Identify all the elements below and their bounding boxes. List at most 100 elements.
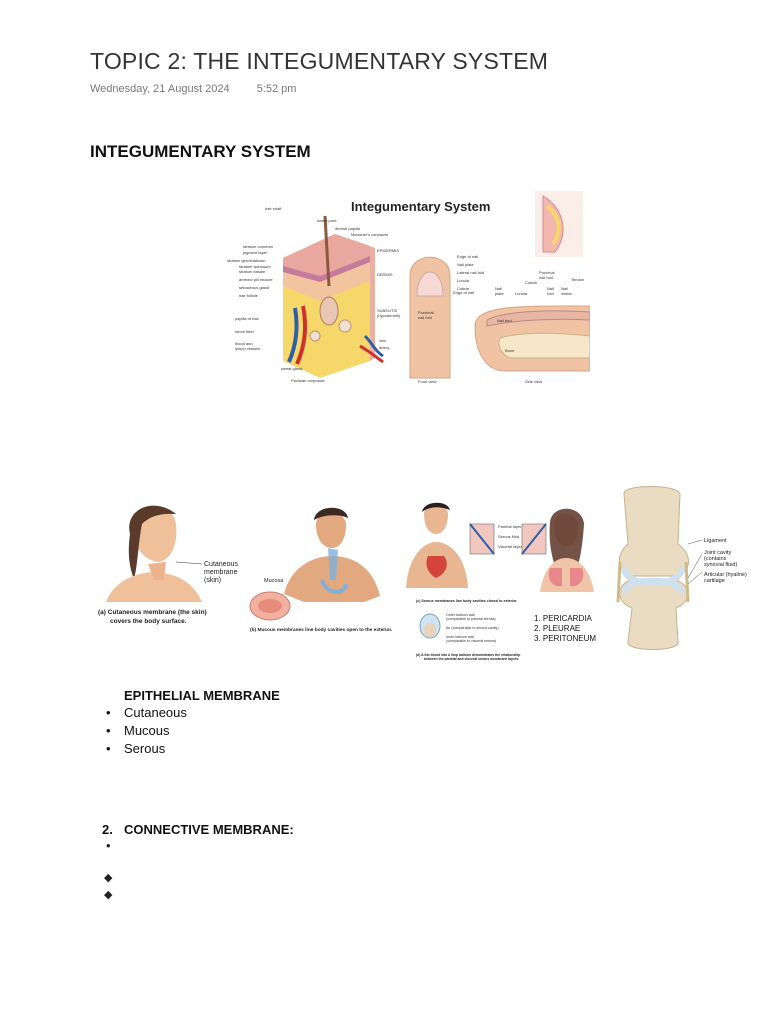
epithelial-membrane-heading: EPITHELIAL MEMBRANE: [124, 688, 280, 703]
empty-bullet: •: [106, 838, 111, 853]
svg-text:Joint cavity: Joint cavity: [704, 550, 731, 556]
svg-text:Parietal layer: Parietal layer: [498, 524, 522, 529]
svg-text:Lunula: Lunula: [457, 278, 470, 283]
section-heading-integumentary: INTEGUMENTARY SYSTEM: [90, 142, 311, 161]
svg-text:hair follicle: hair follicle: [239, 293, 259, 298]
svg-text:Edge of nail: Edge of nail: [453, 290, 474, 295]
svg-text:Cuticle: Cuticle: [525, 280, 538, 285]
serous-list: 1. PERICARDIA 2. PLEURAE 3. PERITONEUM: [534, 614, 596, 643]
svg-text:Nail plate: Nail plate: [457, 262, 474, 267]
svg-text:pigment layer: pigment layer: [243, 250, 268, 255]
svg-text:stratum spinosum: stratum spinosum: [239, 264, 271, 269]
svg-text:stratum germinativum: stratum germinativum: [227, 258, 266, 263]
svg-text:artery: artery: [379, 345, 389, 350]
membranes-diagram: Cutaneous membrane (skin) (a) Cutaneous …: [98, 486, 747, 661]
membranes-figure: Cutaneous membrane (skin) (a) Cutaneous …: [94, 484, 768, 674]
svg-text:Pacinian corpuscle: Pacinian corpuscle: [291, 378, 325, 383]
svg-text:DERMIS: DERMIS: [377, 272, 393, 277]
svg-text:sweat pore: sweat pore: [317, 218, 337, 223]
synovial-joint-panel: Ligament Joint cavity (contains synovial…: [616, 486, 747, 650]
finger-front-view: [409, 256, 451, 379]
svg-text:hair shaft: hair shaft: [265, 206, 282, 211]
list-item: Cutaneous: [104, 704, 187, 722]
svg-text:root: root: [547, 291, 555, 296]
svg-text:synovial fluid): synovial fluid): [704, 562, 737, 568]
cutaneous-membrane-panel: Cutaneous membrane (skin) (a) Cutaneous …: [98, 504, 238, 625]
svg-text:(b) Mucous membranes line body: (b) Mucous membranes line body cavities …: [250, 627, 392, 633]
svg-text:Articular (hyaline): Articular (hyaline): [704, 572, 747, 578]
svg-text:Mucosa: Mucosa: [264, 578, 284, 584]
svg-text:dermal papilla: dermal papilla: [335, 226, 361, 231]
svg-text:Air (comparable to serous cavi: Air (comparable to serous cavity): [446, 626, 499, 630]
svg-text:covers the body surface.: covers the body surface.: [110, 618, 187, 625]
svg-text:Ligament: Ligament: [704, 538, 727, 544]
svg-text:Visceral layer: Visceral layer: [498, 544, 523, 549]
serous-membrane-panel: Parietal layer Serous fluid Visceral lay…: [406, 502, 594, 661]
svg-text:lymph vessels: lymph vessels: [235, 346, 260, 351]
serous-list-item: 1. PERICARDIA: [534, 614, 592, 623]
svg-text:vein: vein: [379, 338, 386, 343]
heading-text: CONNECTIVE MEMBRANE:: [124, 822, 294, 837]
svg-text:(c) Serous membranes line body: (c) Serous membranes line body cavities …: [416, 599, 517, 603]
svg-text:arrector pili muscle: arrector pili muscle: [239, 277, 273, 282]
svg-text:matrix: matrix: [561, 291, 572, 296]
svg-text:Bone: Bone: [505, 348, 515, 353]
breast-thumbnail: [535, 191, 583, 257]
svg-text:Proximal: Proximal: [418, 310, 434, 315]
integumentary-figure: hair shaft sweat pore dermal papilla Mei…: [225, 186, 590, 386]
svg-text:cartilage: cartilage: [704, 578, 725, 584]
svg-text:EPIDERMIS: EPIDERMIS: [377, 248, 399, 253]
svg-text:membrane: membrane: [204, 569, 238, 576]
page-time: 5:52 pm: [256, 83, 297, 95]
page-title: TOPIC 2: THE INTEGUMENTARY SYSTEM: [90, 48, 549, 74]
svg-text:Serous fluid: Serous fluid: [498, 534, 519, 539]
list-item: Serous: [104, 740, 187, 758]
svg-text:nail fold: nail fold: [539, 275, 553, 280]
integumentary-figure-title: Integumentary System: [351, 199, 490, 214]
skin-cross-section: [283, 215, 384, 378]
epithelial-membrane-list: Cutaneous Mucous Serous: [104, 704, 187, 758]
svg-text:(hypodermis): (hypodermis): [377, 313, 401, 318]
svg-text:between the parietal and visce: between the parietal and visceral serous…: [424, 657, 519, 661]
svg-text:stratum basale: stratum basale: [239, 269, 266, 274]
serous-list-item: 2. PLEURAE: [534, 624, 580, 633]
svg-text:nail fold: nail fold: [418, 315, 432, 320]
heading-number: 2.: [102, 822, 113, 837]
svg-text:Edge of nail: Edge of nail: [457, 254, 478, 259]
skin-labels: hair shaft sweat pore dermal papilla Mei…: [227, 206, 401, 383]
list-item: Mucous: [104, 722, 187, 740]
svg-text:Lateral nail fold: Lateral nail fold: [457, 270, 484, 275]
serous-list-item: 3. PERITONEUM: [534, 634, 596, 643]
svg-text:Nail bed: Nail bed: [497, 318, 512, 323]
svg-text:SUBCUTIS: SUBCUTIS: [377, 308, 398, 313]
svg-text:(a) Cutaneous membrane (the sk: (a) Cutaneous membrane (the skin): [98, 609, 207, 616]
svg-text:plate: plate: [495, 291, 504, 296]
empty-diamond-bullet: ◆: [104, 889, 113, 901]
svg-text:Cutaneous: Cutaneous: [204, 561, 238, 568]
empty-diamond-bullet: ◆: [104, 872, 113, 884]
svg-text:Outer balloon wall: Outer balloon wall: [446, 613, 475, 617]
svg-text:blood and: blood and: [235, 341, 253, 346]
svg-text:Nail: Nail: [495, 286, 502, 291]
svg-text:Side view: Side view: [525, 379, 542, 384]
svg-text:Proximal: Proximal: [539, 270, 555, 275]
svg-text:(comparable to visceral serosa: (comparable to visceral serosa): [446, 639, 496, 643]
svg-text:Lunula: Lunula: [515, 291, 528, 296]
finger-side-view: [474, 305, 590, 372]
svg-text:Inner balloon wall: Inner balloon wall: [446, 635, 474, 639]
svg-text:(comparable to parietal serosa: (comparable to parietal serosa): [446, 617, 496, 621]
mucous-membrane-panel: Mucosa (b) Mucous membranes line body ca…: [249, 507, 392, 633]
svg-text:(skin): (skin): [204, 577, 221, 584]
svg-text:(contains: (contains: [704, 556, 727, 562]
svg-text:stratum corneum: stratum corneum: [243, 244, 274, 249]
svg-text:papilla of hair: papilla of hair: [235, 316, 259, 321]
svg-text:sebaceous gland: sebaceous gland: [239, 285, 269, 290]
page-date: Wednesday, 21 August 2024: [90, 83, 230, 95]
svg-text:(d) A fist thrust into a limp: (d) A fist thrust into a limp balloon de…: [416, 653, 520, 657]
svg-text:Meissner's corpuscle: Meissner's corpuscle: [351, 232, 389, 237]
integumentary-diagram: hair shaft sweat pore dermal papilla Mei…: [225, 186, 590, 386]
svg-text:Nail: Nail: [547, 286, 554, 291]
svg-text:nerve fiber: nerve fiber: [235, 329, 255, 334]
svg-text:Nail: Nail: [561, 286, 568, 291]
svg-text:Tendon: Tendon: [571, 277, 584, 282]
